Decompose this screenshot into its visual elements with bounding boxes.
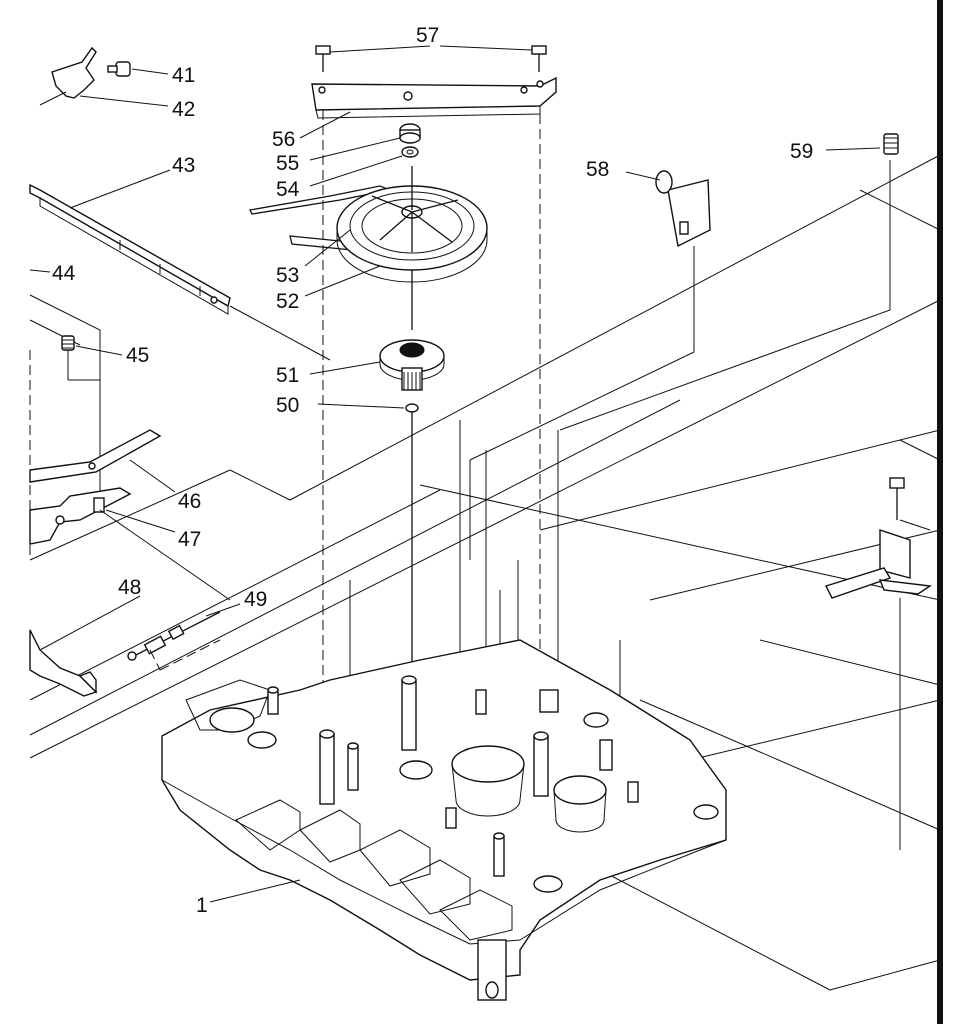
label-46: 46 xyxy=(178,490,201,513)
label-45: 45 xyxy=(126,344,149,367)
base-pillars xyxy=(267,675,639,877)
washer-54 xyxy=(401,146,419,158)
screw-41 xyxy=(107,61,131,77)
label-49: 49 xyxy=(244,588,267,611)
label-58: 58 xyxy=(586,158,609,181)
rail-43 xyxy=(29,183,231,315)
label-42: 42 xyxy=(172,98,195,121)
screw-57-right xyxy=(531,45,547,72)
part-labels: 57 41 42 56 43 55 54 59 58 53 44 52 45 5… xyxy=(52,24,813,917)
washer-50 xyxy=(405,403,419,413)
label-48: 48 xyxy=(118,576,141,599)
label-56: 56 xyxy=(272,128,295,151)
label-55: 55 xyxy=(276,152,299,175)
part-58 xyxy=(655,170,711,248)
lever-46 xyxy=(29,429,162,483)
bracket-48 xyxy=(29,629,98,697)
label-44: 44 xyxy=(52,262,76,285)
spring-59 xyxy=(883,133,899,155)
top-plate-56 xyxy=(311,76,557,119)
right-sensor-bracket xyxy=(825,529,932,599)
label-59: 59 xyxy=(790,140,813,163)
label-41: 41 xyxy=(172,64,195,87)
label-52: 52 xyxy=(276,290,299,313)
label-57: 57 xyxy=(416,24,439,47)
label-53: 53 xyxy=(276,264,299,287)
label-50: 50 xyxy=(276,394,299,417)
nut-55 xyxy=(399,123,421,144)
label-54: 54 xyxy=(276,178,300,201)
spring-45 xyxy=(61,335,75,351)
label-51: 51 xyxy=(276,364,299,387)
gear-51 xyxy=(379,339,445,391)
shaft-49 xyxy=(127,611,221,661)
screw-57-left xyxy=(315,45,331,72)
label-47: 47 xyxy=(178,528,201,551)
base-chassis-1 xyxy=(161,639,727,1001)
reel-52 xyxy=(336,166,488,283)
bracket-42 xyxy=(39,46,97,106)
label-1: 1 xyxy=(196,894,208,917)
label-43: 43 xyxy=(172,154,195,177)
background-chassis-outline xyxy=(29,154,941,991)
plate-47 xyxy=(29,487,132,545)
right-screw xyxy=(889,477,905,520)
